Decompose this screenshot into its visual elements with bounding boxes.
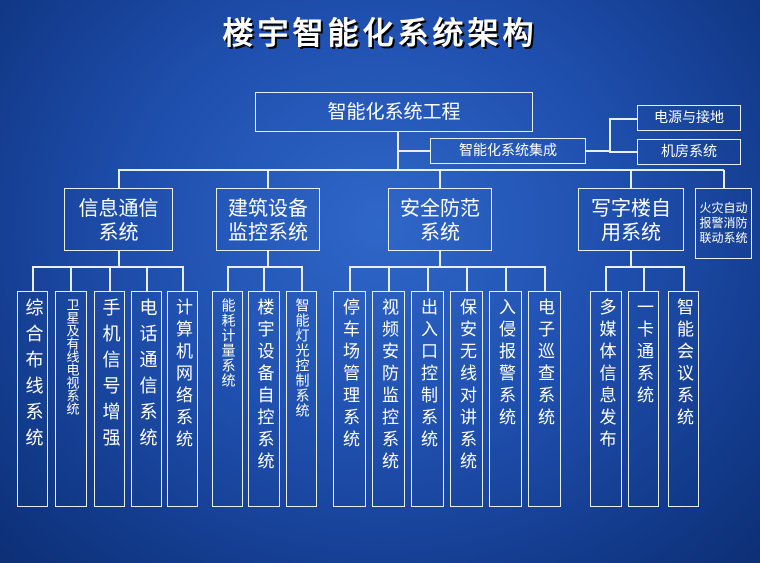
leaf-node: 手机信号增强 bbox=[94, 291, 125, 507]
leaf-label: 电子巡查系统 bbox=[534, 298, 554, 430]
leaf-label: 保安无线对讲系统 bbox=[456, 298, 476, 474]
category-stem-line bbox=[267, 251, 269, 267]
category-node: 火灾自动报警消防联动系统 bbox=[695, 188, 752, 259]
leaf-drop-line bbox=[348, 266, 351, 291]
leaf-label: 计算机网络系统 bbox=[172, 298, 192, 452]
leaf-node: 电子巡查系统 bbox=[528, 291, 561, 507]
leaf-node: 卫星及有线电视系统 bbox=[55, 291, 87, 507]
leaf-drop-line bbox=[387, 266, 390, 291]
leaf-drop-line bbox=[426, 266, 429, 291]
leaf-label: 智能灯光控制系统 bbox=[293, 298, 310, 418]
leaf-label: 一卡通系统 bbox=[633, 298, 653, 408]
leaf-node: 电话通信系统 bbox=[131, 291, 162, 507]
category-label: 建筑设备监控系统 bbox=[228, 195, 308, 244]
root-node: 智能化系统工程 bbox=[255, 92, 533, 132]
leaf-drop-line bbox=[31, 266, 34, 291]
leaf-drop-line bbox=[226, 266, 229, 291]
category-node: 建筑设备监控系统 bbox=[216, 188, 320, 251]
leaf-label: 能耗计量系统 bbox=[219, 298, 236, 388]
side-bracket-line bbox=[609, 118, 611, 152]
integration-node: 智能化系统集成 bbox=[430, 138, 586, 164]
leaf-drop-line bbox=[300, 266, 303, 291]
leaf-bus-line bbox=[32, 266, 183, 268]
leaf-node: 楼宇设备自控系统 bbox=[248, 291, 280, 507]
leaf-node: 保安无线对讲系统 bbox=[450, 291, 483, 507]
leaf-node: 多媒体信息发布 bbox=[590, 291, 622, 507]
leaf-drop-line bbox=[682, 266, 685, 291]
leaf-label: 卫星及有线电视系统 bbox=[63, 298, 79, 415]
category-node: 写字楼自用系统 bbox=[578, 188, 684, 251]
category-drop-line bbox=[267, 170, 269, 188]
category-drop-line bbox=[722, 170, 725, 188]
machine-room-node: 机房系统 bbox=[637, 139, 741, 165]
leaf-drop-line bbox=[465, 266, 468, 291]
leaf-drop-line bbox=[145, 266, 148, 291]
power-grounding-node: 电源与接地 bbox=[637, 105, 741, 131]
leaf-label: 出入口控制系统 bbox=[417, 298, 437, 452]
power-grounding-label: 电源与接地 bbox=[654, 109, 724, 126]
leaf-label: 智能会议系统 bbox=[673, 298, 693, 430]
category-label: 火灾自动报警消防联动系统 bbox=[699, 201, 748, 245]
category-label: 信息通信系统 bbox=[78, 195, 159, 244]
leaf-node: 视频安防监控系统 bbox=[372, 291, 405, 507]
leaf-node: 出入口控制系统 bbox=[411, 291, 444, 507]
leaf-label: 电话通信系统 bbox=[136, 298, 158, 454]
integration-label: 智能化系统集成 bbox=[459, 142, 557, 159]
leaf-node: 智能会议系统 bbox=[668, 291, 699, 507]
leaf-label: 入侵报警系统 bbox=[495, 298, 515, 430]
leaf-drop-line bbox=[642, 266, 645, 291]
leaf-drop-line bbox=[181, 266, 184, 291]
leaf-label: 停车场管理系统 bbox=[339, 298, 359, 452]
leaf-label: 视频安防监控系统 bbox=[378, 298, 398, 474]
leaf-drop-line bbox=[504, 266, 507, 291]
category-drop-line bbox=[439, 170, 441, 188]
category-stem-line bbox=[117, 251, 120, 267]
category-stem-line bbox=[439, 251, 441, 267]
category-stem-line bbox=[630, 251, 632, 267]
leaf-label: 楼宇设备自控系统 bbox=[253, 298, 274, 474]
leaf-drop-line bbox=[543, 266, 546, 291]
category-drop-line bbox=[630, 170, 632, 188]
leaf-drop-line bbox=[263, 266, 265, 291]
leaf-bus-line bbox=[606, 266, 684, 268]
machine-room-label: 机房系统 bbox=[661, 143, 717, 160]
leaf-node: 能耗计量系统 bbox=[212, 291, 243, 507]
leaf-node: 综合布线系统 bbox=[17, 291, 48, 507]
leaf-label: 多媒体信息发布 bbox=[595, 298, 616, 452]
leaf-node: 停车场管理系统 bbox=[333, 291, 366, 507]
root-label: 智能化系统工程 bbox=[327, 100, 461, 123]
leaf-node: 一卡通系统 bbox=[628, 291, 659, 507]
leaf-drop-line bbox=[108, 266, 111, 291]
category-label: 安全防范系统 bbox=[400, 195, 480, 244]
power-connector-line bbox=[609, 118, 637, 120]
category-node: 安全防范系统 bbox=[388, 188, 492, 251]
diagram-title: 楼宇智能化系统架构 bbox=[222, 16, 538, 52]
leaf-node: 智能灯光控制系统 bbox=[286, 291, 317, 507]
category-label: 写字楼自用系统 bbox=[591, 195, 671, 244]
leaf-node: 计算机网络系统 bbox=[167, 291, 198, 507]
leaf-label: 手机信号增强 bbox=[99, 298, 121, 454]
root-joint bbox=[397, 132, 399, 134]
category-drop-line bbox=[117, 170, 120, 188]
leaf-drop-line bbox=[70, 266, 72, 291]
machine-room-connector-line bbox=[609, 151, 637, 153]
category-bus-line bbox=[118, 169, 724, 171]
integration-connector-line bbox=[398, 150, 430, 152]
leaf-bus-line bbox=[349, 266, 545, 268]
leaf-drop-line bbox=[605, 266, 607, 291]
category-node: 信息通信系统 bbox=[64, 188, 173, 251]
leaf-label: 综合布线系统 bbox=[22, 298, 44, 454]
side-connector-line bbox=[586, 150, 610, 152]
leaf-node: 入侵报警系统 bbox=[489, 291, 522, 507]
